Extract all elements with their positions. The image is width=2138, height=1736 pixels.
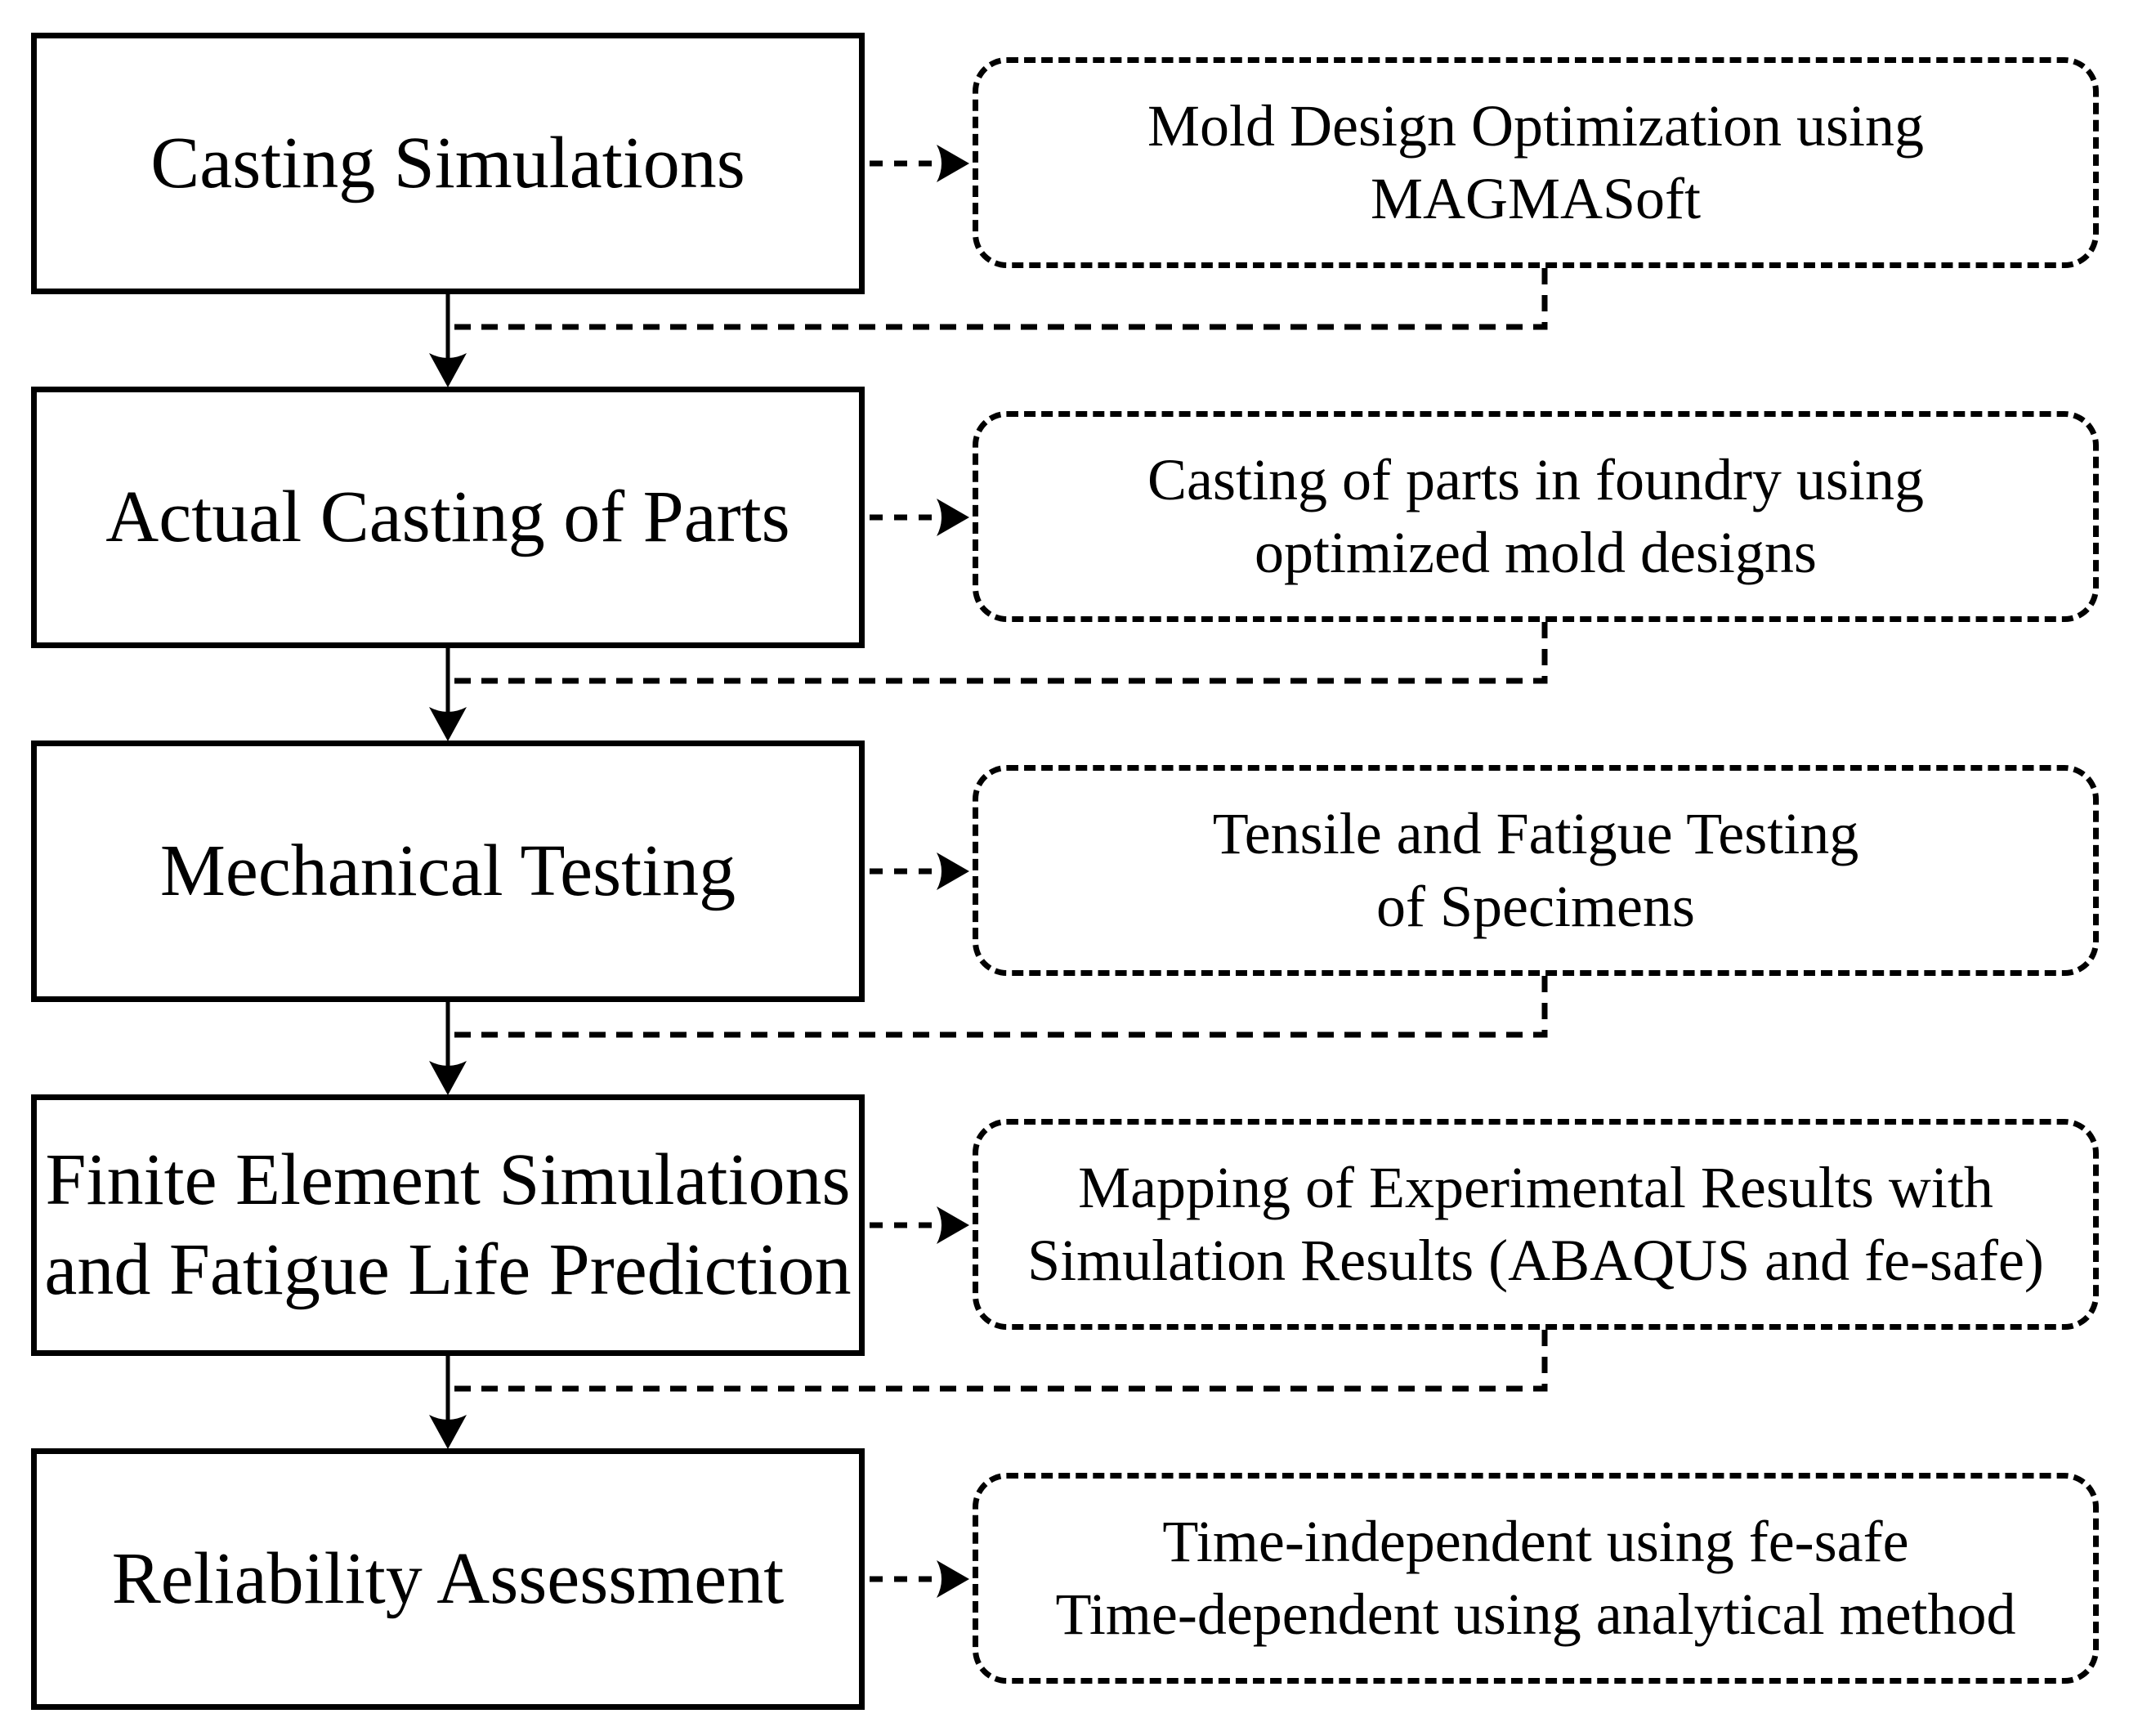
process-box-reliability-assessment: Reliability Assessment: [31, 1448, 865, 1710]
process-box-fe-simulations-fatigue-life: Finite Element Simulations and Fatigue L…: [31, 1094, 865, 1356]
flow-arrow-4-5: [429, 1356, 467, 1449]
detail-box-label: Casting of parts in foundry using optimi…: [1147, 446, 1924, 585]
detail-box-label: Tensile and Fatigue Testing of Specimens: [1212, 800, 1859, 939]
flow-arrow-1-2: [429, 294, 467, 387]
arrowhead-down-icon: [429, 1415, 467, 1449]
detail-arrow-5: [870, 1560, 969, 1598]
detail-arrow-1: [870, 145, 969, 182]
process-box-label: Reliability Assessment: [111, 1538, 785, 1620]
detail-box-label: Mold Design Optimization using MAGMASoft: [1147, 92, 1924, 231]
feedback-connector-2: [450, 622, 1548, 684]
arrowhead-right-icon: [937, 852, 969, 890]
arrowhead-right-icon: [937, 1206, 969, 1244]
detail-box-label: Time-independent using fe-safe Time-depe…: [1055, 1508, 2016, 1647]
detail-box-reliability-methods: Time-independent using fe-safe Time-depe…: [973, 1473, 2099, 1684]
detail-box-tensile-fatigue-testing: Tensile and Fatigue Testing of Specimens: [973, 765, 2099, 976]
feedback-connector-4: [450, 1330, 1548, 1392]
arrowhead-down-icon: [429, 1061, 467, 1095]
arrowhead-down-icon: [429, 353, 467, 387]
flow-arrow-3-4: [429, 1002, 467, 1095]
detail-box-mold-design-optimization: Mold Design Optimization using MAGMASoft: [973, 57, 2099, 268]
arrowhead-right-icon: [937, 499, 969, 536]
detail-arrow-2: [870, 499, 969, 536]
arrowhead-down-icon: [429, 707, 467, 741]
detail-box-results-mapping: Mapping of Experimental Results with Sim…: [973, 1119, 2099, 1330]
detail-arrow-4: [870, 1206, 969, 1244]
feedback-connector-1: [450, 268, 1548, 330]
flow-arrow-2-3: [429, 648, 467, 741]
arrowhead-right-icon: [937, 1560, 969, 1598]
detail-box-label: Mapping of Experimental Results with Sim…: [1027, 1154, 2044, 1293]
detail-arrow-3: [870, 852, 969, 890]
detail-box-foundry-casting: Casting of parts in foundry using optimi…: [973, 411, 2099, 622]
process-box-label: Mechanical Testing: [159, 830, 736, 912]
process-box-label: Actual Casting of Parts: [105, 477, 790, 558]
arrowhead-right-icon: [937, 145, 969, 182]
process-box-actual-casting-of-parts: Actual Casting of Parts: [31, 387, 865, 648]
process-box-mechanical-testing: Mechanical Testing: [31, 740, 865, 1002]
process-box-casting-simulations: Casting Simulations: [31, 33, 865, 294]
process-box-label: Finite Element Simulations and Fatigue L…: [44, 1139, 852, 1310]
process-box-label: Casting Simulations: [150, 123, 745, 204]
feedback-connector-3: [450, 976, 1548, 1038]
